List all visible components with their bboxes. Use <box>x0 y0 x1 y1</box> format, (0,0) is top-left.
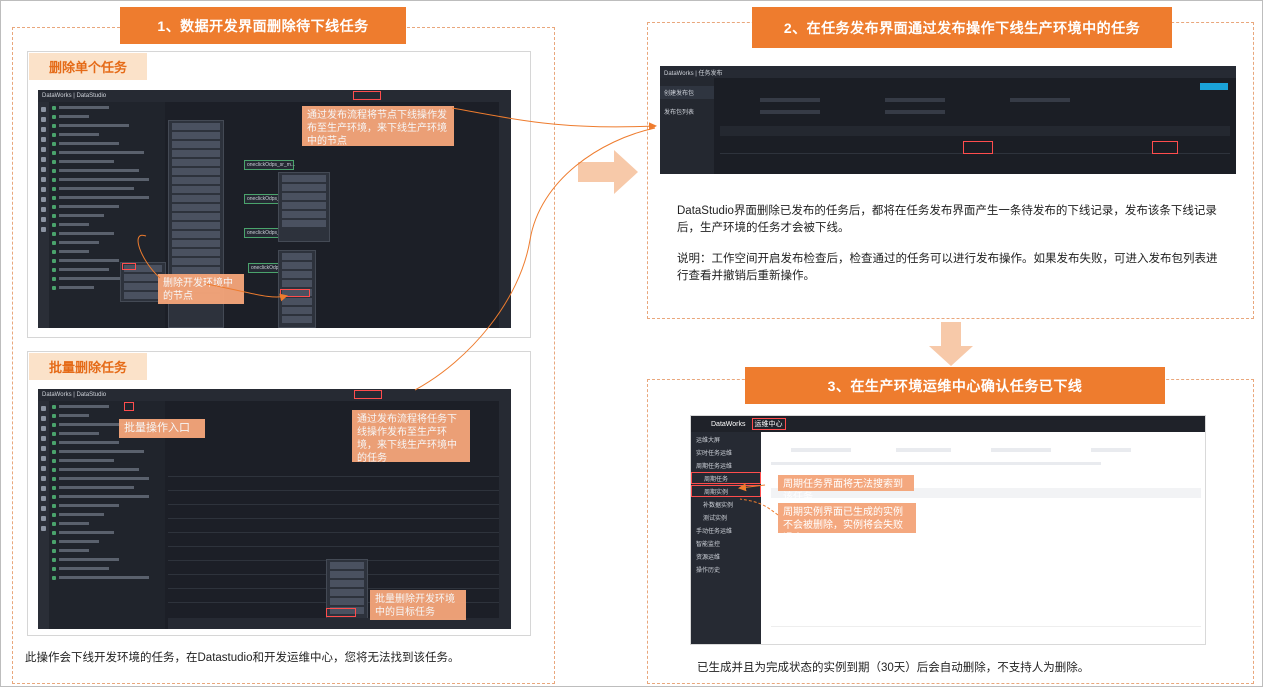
shot-node-menu-top <box>278 172 330 242</box>
delete-menu-highlight <box>280 289 310 297</box>
publish-button-highlight <box>353 91 381 100</box>
ops-topbar-module: 运维中心 <box>751 418 786 430</box>
ops-side-resource[interactable]: 资源运维 <box>696 554 721 561</box>
shot-tree-2 <box>49 401 165 629</box>
shot-right-rail-2 <box>499 401 511 629</box>
ops-side-test[interactable]: 测试实例 <box>703 515 728 522</box>
ops-table-header <box>771 488 1201 498</box>
batch-publish-highlight <box>354 390 382 399</box>
ops-topbar-title: DataWorks <box>711 420 746 428</box>
batch-delete-highlight <box>326 608 356 617</box>
ops-side-periodic-task[interactable]: 周期任务 <box>691 472 761 484</box>
shot-node-menu <box>278 250 316 328</box>
ops-side-history[interactable]: 操作历史 <box>696 567 721 574</box>
callout-batch-delete: 批量删除开发环境中的目标任务 <box>370 590 466 620</box>
callout-periodic-instance: 周期实例界面已生成的实例不会被删除，实例将会失败退出。 <box>778 503 916 544</box>
ops-bottom-bar <box>771 626 1201 638</box>
batch-delete-section <box>27 351 531 636</box>
ops-sidebar: 运维大屏 实时任务运维 周期任务运维 周期任务 周期实例 补数据实例 测试实例 … <box>691 432 761 644</box>
ops-side-realtime[interactable]: 实时任务运维 <box>696 450 733 457</box>
shot-icon-rail <box>38 102 49 328</box>
ops-side-dashboard[interactable]: 运维大屏 <box>696 437 721 444</box>
ops-topbar: DataWorks 运维中心 <box>691 416 1205 432</box>
ops-center-screenshot: DataWorks 运维中心 运维大屏 实时任务运维 周期任务运维 周期任务 周… <box>690 415 1206 645</box>
publish-primary-button[interactable] <box>1200 83 1228 90</box>
callout-periodic-task: 周期任务界面将无法搜索到该任务 <box>778 475 914 503</box>
ops-side-monitor[interactable]: 智能监控 <box>696 541 721 548</box>
panel-3-caption: 已生成并且为完成状态的实例到期（30天）后会自动删除，不支持人为删除。 <box>697 662 1090 674</box>
publish-sidebar-item-create[interactable]: 创建发布包 <box>660 86 714 99</box>
single-delete-tag: 删除单个任务 <box>29 53 147 80</box>
panel-2-caption-1: DataStudio界面删除已发布的任务后，都将在任务发布界面产生一条待发布的下… <box>677 205 1217 234</box>
arrow-right <box>578 150 638 194</box>
publish-table-header <box>720 126 1230 136</box>
callout-publish-single: 通过发布流程将节点下线操作发布至生产环境，来下线生产环境中的节点 <box>302 106 454 147</box>
step-3-banner: 3、在生产环境运维中心确认任务已下线 <box>745 367 1165 404</box>
publish-sidebar-item-list[interactable]: 发布包列表 <box>664 110 695 116</box>
dag-node-1: oneclickOdps_sr_m... <box>244 160 295 170</box>
publish-filters <box>720 96 1220 118</box>
publish-action-highlight <box>1152 141 1178 154</box>
delete-tree-highlight <box>122 263 136 270</box>
ops-filters <box>771 446 1191 476</box>
callout-publish-batch: 通过发布流程将任务下线操作发布至生产环境，来下线生产环境中的任务 <box>352 410 470 464</box>
panel-2-caption-2: 说明：工作空间开启发布检查后，检查通过的任务可以进行发布操作。如果发布失败，可进… <box>677 253 1218 282</box>
shot-topbar-title: DataWorks | DataStudio <box>42 93 107 99</box>
batch-bottom-bar <box>168 618 511 629</box>
arrow-down <box>929 322 973 366</box>
shot-icon-rail-2 <box>38 401 49 629</box>
publish-sidebar: 创建发布包 发布包列表 <box>660 78 714 174</box>
shot-topbar-3-title: DataWorks | 任务发布 <box>664 70 723 77</box>
shot-topbar-2-title: DataWorks | DataStudio <box>42 392 107 398</box>
shot-topbar-3: DataWorks | 任务发布 <box>660 66 1236 78</box>
step-2-banner: 2、在任务发布界面通过发布操作下线生产环境中的任务 <box>752 7 1172 48</box>
shot-right-rail <box>499 102 511 328</box>
ops-side-manual[interactable]: 手动任务运维 <box>696 528 733 535</box>
batch-delete-tag: 批量删除任务 <box>29 353 147 380</box>
ops-side-backfill[interactable]: 补数据实例 <box>703 502 734 509</box>
callout-delete-dev: 删除开发环境中的节点 <box>158 274 244 304</box>
shot-topbar-2: DataWorks | DataStudio <box>38 389 511 401</box>
callout-batch-entry: 批量操作入口 <box>119 419 205 438</box>
panel-1-caption: 此操作会下线开发环境的任务，在Datastudio和开发运维中心，您将无法找到该… <box>25 652 460 664</box>
step-1-banner: 1、数据开发界面删除待下线任务 <box>120 7 406 44</box>
ops-side-periodic-instance[interactable]: 周期实例 <box>691 485 761 497</box>
publish-screenshot: DataWorks | 任务发布 创建发布包 发布包列表 <box>660 66 1236 174</box>
batch-entry-highlight <box>124 402 134 411</box>
batch-action-menu <box>326 559 368 619</box>
ops-side-periodic[interactable]: 周期任务运维 <box>696 463 733 470</box>
change-type-highlight <box>963 141 993 154</box>
shot-topbar: DataWorks | DataStudio <box>38 90 511 102</box>
